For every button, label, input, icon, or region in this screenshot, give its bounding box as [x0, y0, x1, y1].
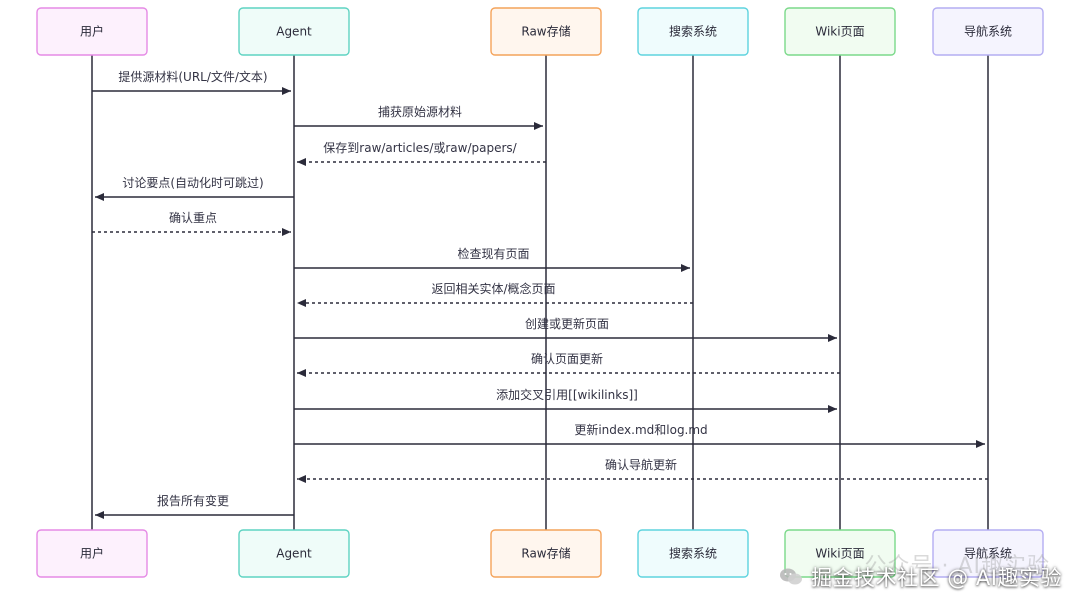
- message-label: 返回相关实体/概念页面: [431, 281, 555, 296]
- actor-box: [238, 529, 350, 578]
- watermark-text: 掘金技术社区 @ AI趣实验: [811, 566, 1062, 590]
- actor-box: [784, 529, 896, 578]
- actor-label: 搜索系统: [669, 546, 717, 561]
- message-2: 捕获原始源材料: [294, 104, 543, 130]
- actor-box: [36, 7, 148, 56]
- actor-label: Agent: [276, 25, 312, 39]
- actor-agent-bottom: Agent: [238, 529, 350, 578]
- message-10: 添加交叉引用[[wikilinks]]: [294, 387, 837, 413]
- message-6: 检查现有页面: [294, 246, 690, 272]
- message-4: 讨论要点(自动化时可跳过): [95, 176, 294, 201]
- actor-raw-top: Raw存储: [490, 7, 602, 56]
- message-label: 确认导航更新: [605, 457, 677, 472]
- actor-nav-top: 导航系统: [932, 7, 1044, 56]
- actor-user-top: 用户: [36, 7, 148, 56]
- actor-box: [36, 529, 148, 578]
- message-label: 讨论要点(自动化时可跳过): [122, 176, 263, 190]
- actor-label: Agent: [276, 547, 312, 561]
- message-7: 返回相关实体/概念页面: [297, 281, 693, 307]
- actor-label: 导航系统: [964, 546, 1012, 561]
- actor-label: 用户: [80, 546, 104, 561]
- actor-box: [490, 7, 602, 56]
- actor-box: [637, 7, 749, 56]
- message-label: 提供源材料(URL/文件/文本): [118, 69, 267, 84]
- lifelines: [91, 55, 989, 530]
- actor-wiki-top: Wiki页面: [784, 7, 896, 56]
- watermark-faint-text: 公众号 · AI趣实验: [864, 554, 1050, 579]
- message-13: 报告所有变更: [95, 493, 294, 519]
- actor-raw-bottom: Raw存储: [490, 529, 602, 578]
- message-label: 确认页面更新: [531, 351, 603, 366]
- actor-box: [784, 7, 896, 56]
- actor-box: [238, 7, 350, 56]
- message-label: 检查现有页面: [457, 246, 529, 261]
- actor-box: [932, 529, 1044, 578]
- message-3: 保存到raw/articles/或raw/papers/: [297, 141, 546, 166]
- message-label: 确认重点: [169, 211, 217, 225]
- message-label: 添加交叉引用[[wikilinks]]: [496, 387, 638, 402]
- message-label: 创建或更新页面: [525, 316, 609, 331]
- actor-label: Raw存储: [521, 24, 570, 39]
- actor-label: 导航系统: [964, 24, 1012, 39]
- actor-label: Wiki页面: [815, 547, 864, 561]
- actor-label: 用户: [80, 24, 104, 39]
- actor-label: 搜索系统: [669, 24, 717, 39]
- actor-box: [637, 529, 749, 578]
- actor-label: Wiki页面: [815, 25, 864, 39]
- actor-box: [932, 7, 1044, 56]
- message-12: 确认导航更新: [297, 457, 988, 483]
- actor-wiki-bottom: Wiki页面: [784, 529, 896, 578]
- message-label: 报告所有变更: [157, 493, 229, 508]
- wechat-icon: [780, 568, 803, 585]
- watermark: 掘金技术社区 @ AI趣实验: [779, 562, 1062, 592]
- actor-nav-bottom: 导航系统: [932, 529, 1044, 578]
- actor-label: Raw存储: [521, 546, 570, 561]
- actor-search-bottom: 搜索系统: [637, 529, 749, 578]
- message-5: 确认重点: [92, 211, 291, 236]
- actor-user-bottom: 用户: [36, 529, 148, 578]
- message-label: 捕获原始源材料: [378, 104, 462, 119]
- message-label: 更新index.md和log.md: [574, 422, 707, 437]
- message-1: 提供源材料(URL/文件/文本): [92, 69, 291, 95]
- message-8: 创建或更新页面: [294, 316, 837, 342]
- actor-box: [490, 529, 602, 578]
- actor-boxes: 用户用户AgentAgentRaw存储Raw存储搜索系统搜索系统Wiki页面Wi…: [36, 7, 1044, 578]
- message-11: 更新index.md和log.md: [294, 422, 985, 448]
- actor-agent-top: Agent: [238, 7, 350, 56]
- message-9: 确认页面更新: [297, 351, 840, 377]
- actor-search-top: 搜索系统: [637, 7, 749, 56]
- messages: 提供源材料(URL/文件/文本) 捕获原始源材料保存到raw/articles/或…: [92, 69, 988, 519]
- message-label: 保存到raw/articles/或raw/papers/: [323, 141, 517, 155]
